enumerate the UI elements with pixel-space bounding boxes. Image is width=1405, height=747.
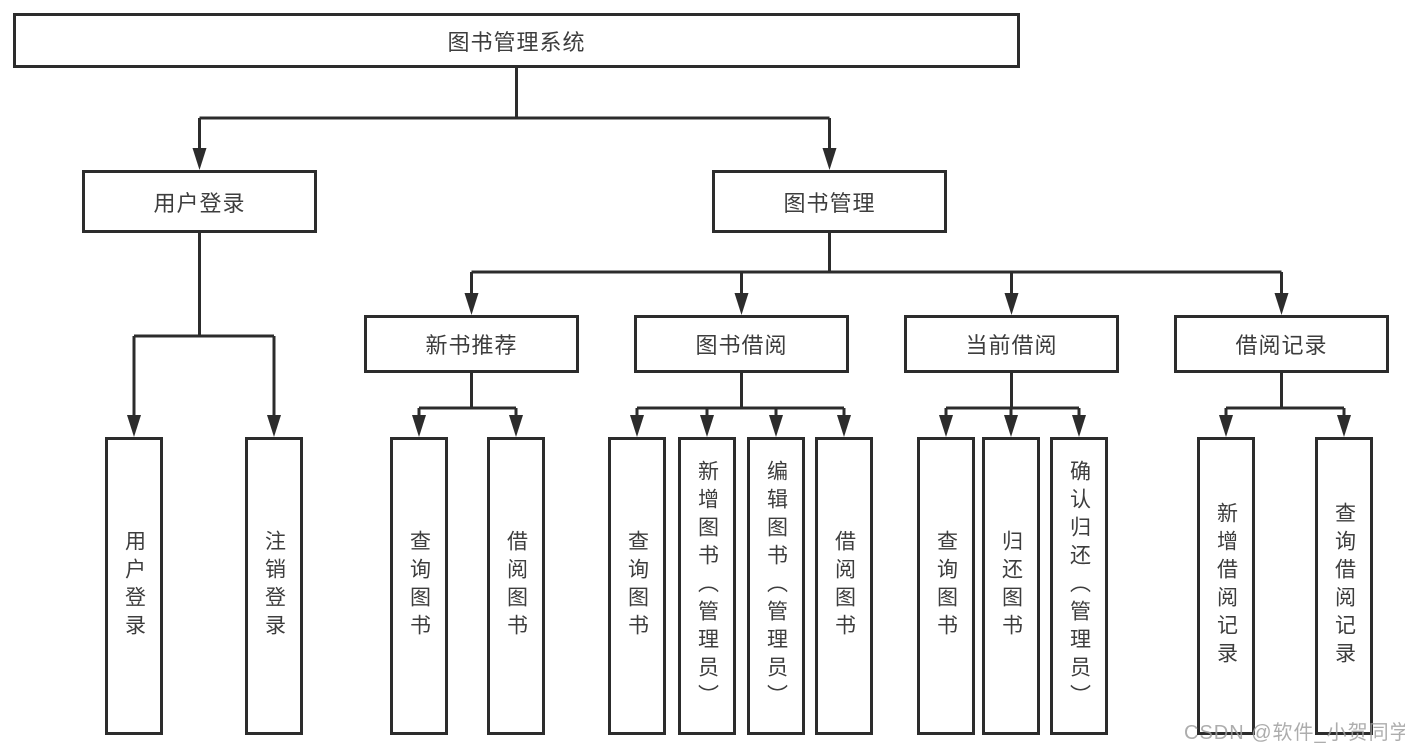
node-leaf-add-borrow-record: 新增借阅记录	[1197, 437, 1255, 735]
arrowhead-icon	[939, 415, 953, 437]
node-leaf-borrow-book-2-label: 借阅图书	[832, 530, 856, 642]
node-leaf-query-book-1-label: 查询图书	[407, 530, 431, 642]
node-borrow-records: 借阅记录	[1174, 315, 1389, 373]
node-leaf-edit-book-admin-label: 编辑图书（管理员）	[764, 460, 788, 712]
node-leaf-query-borrow-record: 查询借阅记录	[1315, 437, 1373, 735]
connector-book-management-to-modules	[470, 233, 1283, 295]
node-root-label: 图书管理系统	[447, 29, 586, 55]
node-current-borrow: 当前借阅	[904, 315, 1119, 373]
arrowhead-icon	[1219, 415, 1233, 437]
node-leaf-borrow-book-2: 借阅图书	[815, 437, 873, 735]
node-leaf-query-borrow-record-label: 查询借阅记录	[1332, 502, 1356, 670]
arrowhead-icon	[837, 415, 851, 437]
node-leaf-add-book-admin: 新增图书（管理员）	[678, 437, 736, 735]
arrowhead-icon	[734, 293, 749, 315]
node-book-management: 图书管理	[712, 170, 947, 233]
connector-book-borrow-to-leaves	[635, 373, 846, 417]
node-leaf-logout: 注销登录	[245, 437, 303, 735]
node-leaf-add-book-admin-label: 新增图书（管理员）	[695, 460, 719, 712]
node-leaf-query-book-2-label: 查询图书	[625, 530, 649, 642]
node-leaf-edit-book-admin: 编辑图书（管理员）	[747, 437, 805, 735]
arrowhead-icon	[192, 148, 207, 170]
arrowhead-icon	[1337, 415, 1351, 437]
node-current-borrow-label: 当前借阅	[965, 333, 1058, 358]
node-leaf-query-book-2: 查询图书	[608, 437, 666, 735]
node-leaf-query-book-1: 查询图书	[390, 437, 448, 735]
node-user-login-branch-label: 用户登录	[153, 190, 246, 216]
arrowhead-icon	[412, 415, 426, 437]
node-leaf-logout-label: 注销登录	[262, 530, 286, 642]
node-leaf-confirm-return-admin-label: 确认归还（管理员）	[1067, 460, 1091, 712]
watermark-text: CSDN @软件_小贺同学	[1184, 722, 1405, 744]
node-leaf-borrow-book-1: 借阅图书	[487, 437, 545, 735]
connector-new-book-recommend-to-leaves	[417, 373, 518, 417]
node-leaf-user-login-label: 用户登录	[122, 530, 146, 642]
node-leaf-query-book-3-label: 查询图书	[934, 530, 958, 642]
arrowheads	[127, 148, 1351, 437]
node-user-login-branch: 用户登录	[82, 170, 317, 233]
arrowhead-icon	[267, 415, 281, 437]
arrowhead-icon	[700, 415, 714, 437]
node-book-management-label: 图书管理	[783, 190, 876, 216]
node-book-borrow-label: 图书借阅	[695, 333, 788, 358]
connector-borrow-records-to-leaves	[1224, 373, 1346, 417]
node-root: 图书管理系统	[13, 13, 1020, 68]
node-leaf-user-login: 用户登录	[105, 437, 163, 735]
arrowhead-icon	[630, 415, 644, 437]
arrowhead-icon	[464, 293, 479, 315]
arrowhead-icon	[1072, 415, 1086, 437]
arrowhead-icon	[127, 415, 141, 437]
connector-root-to-branches	[198, 68, 831, 149]
arrowhead-icon	[769, 415, 783, 437]
arrowhead-icon	[1004, 293, 1019, 315]
arrowhead-icon	[1274, 293, 1289, 315]
node-leaf-confirm-return-admin: 确认归还（管理员）	[1050, 437, 1108, 735]
node-leaf-return-book-label: 归还图书	[999, 530, 1023, 642]
connector-user-login-to-leaves	[132, 233, 276, 417]
node-borrow-records-label: 借阅记录	[1235, 333, 1328, 358]
node-leaf-return-book: 归还图书	[982, 437, 1040, 735]
arrowhead-icon	[1004, 415, 1018, 437]
node-book-borrow: 图书借阅	[634, 315, 849, 373]
arrowhead-icon	[509, 415, 523, 437]
node-leaf-query-book-3: 查询图书	[917, 437, 975, 735]
node-new-book-recommend: 新书推荐	[364, 315, 579, 373]
arrowhead-icon	[822, 148, 837, 170]
node-new-book-recommend-label: 新书推荐	[425, 333, 518, 358]
connector-current-borrow-to-leaves	[944, 373, 1081, 417]
node-leaf-borrow-book-1-label: 借阅图书	[504, 530, 528, 642]
node-leaf-add-borrow-record-label: 新增借阅记录	[1214, 502, 1238, 670]
